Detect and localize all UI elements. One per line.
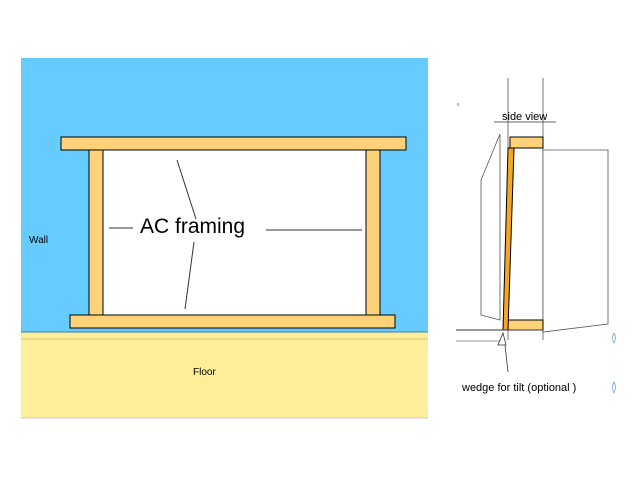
side-sill-block	[506, 319, 544, 331]
side-view: side view wedge for tilt (optional )	[456, 78, 616, 394]
ac-framing-label: AC framing	[140, 215, 245, 238]
wedge-pointer-arrow	[497, 331, 507, 346]
wedge-leader-line	[504, 344, 509, 373]
right-stud	[365, 149, 381, 318]
floor-label: Floor	[193, 367, 216, 378]
leader-line-lower	[184, 241, 195, 310]
ac-unit-outline	[542, 149, 609, 333]
side-header-block	[509, 136, 544, 149]
side-view-label: side view	[502, 111, 547, 123]
wedge-label: wedge for tilt (optional )	[461, 382, 576, 394]
interior-panel	[480, 133, 501, 321]
left-stud	[88, 149, 104, 318]
tilt-wedge	[502, 147, 515, 331]
leader-line-upper	[176, 159, 197, 220]
front-view: AC framing Wall Floor	[21, 58, 428, 419]
header-beam	[60, 136, 407, 151]
drip-marker-upper	[612, 332, 616, 344]
drip-marker-lower	[612, 381, 616, 394]
wall-label: Wall	[29, 235, 48, 246]
sill-beam	[69, 314, 396, 329]
window-opening	[103, 150, 366, 317]
floor-area	[21, 332, 428, 418]
